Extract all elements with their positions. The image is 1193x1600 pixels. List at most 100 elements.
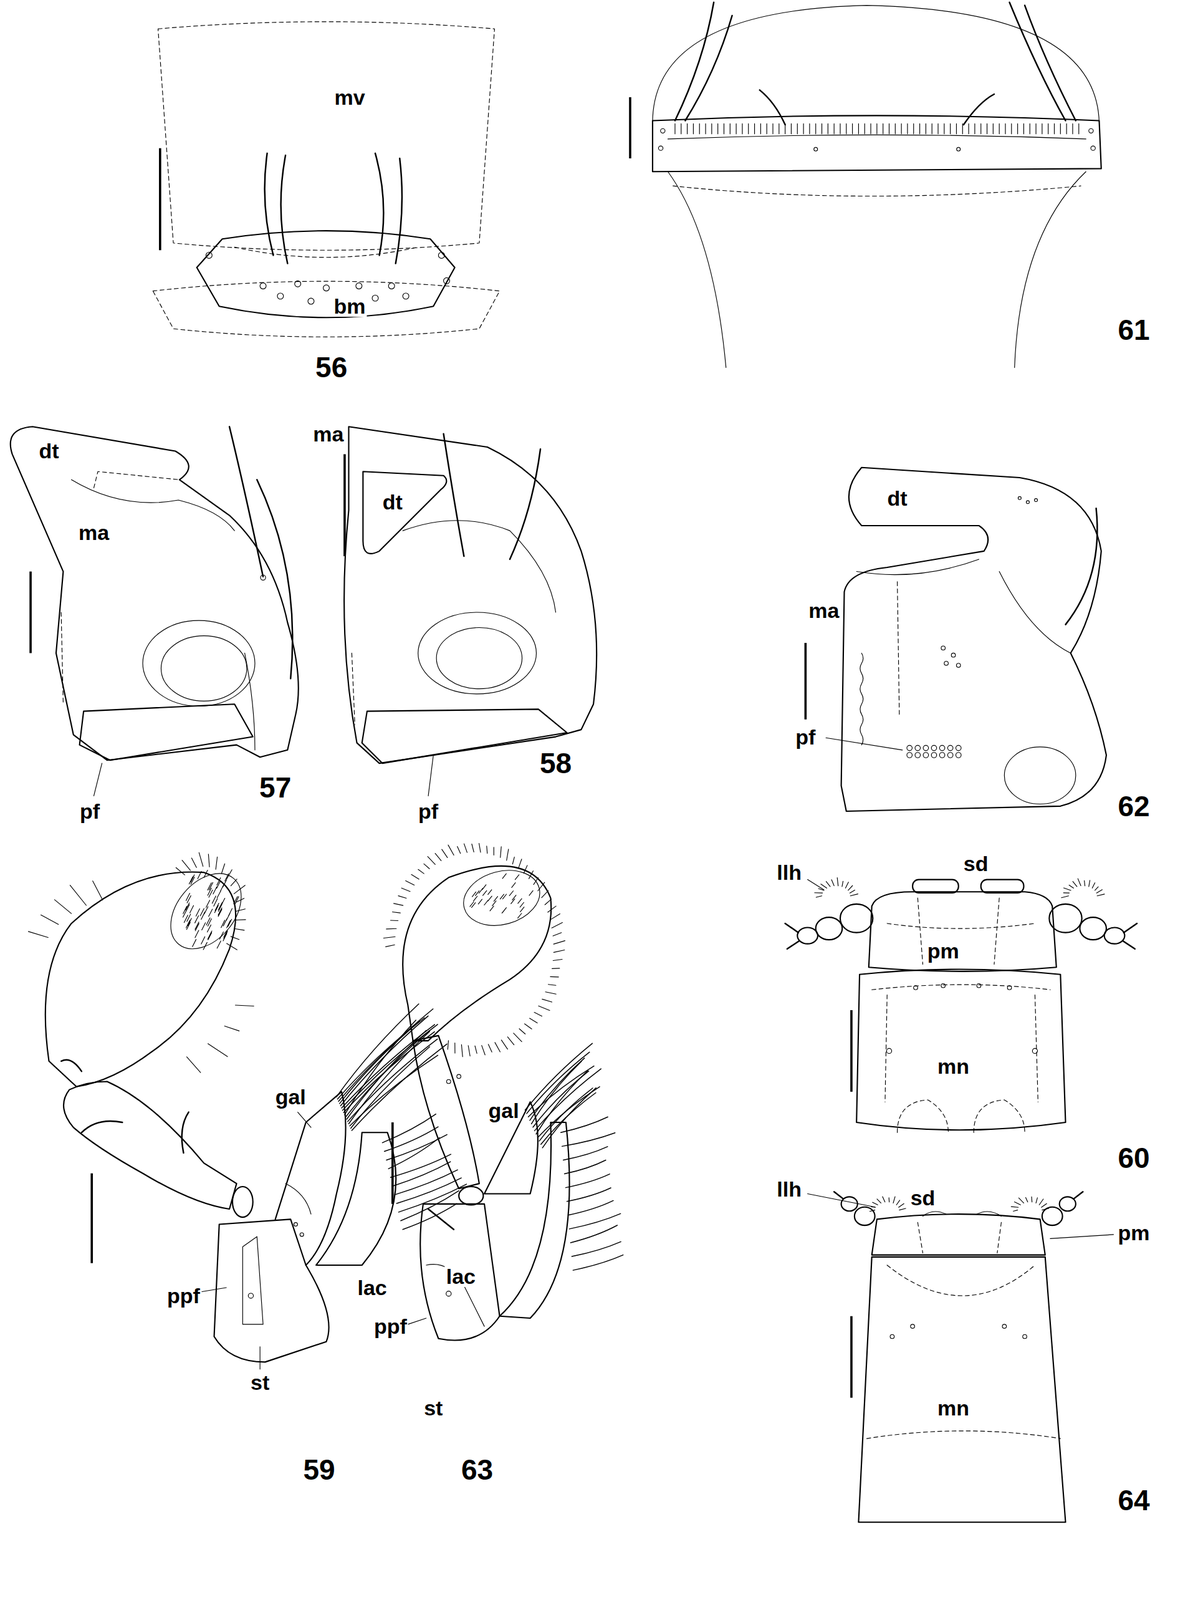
part-label: ma [77,521,111,543]
scale-line [201,1287,227,1292]
outline [275,1091,346,1265]
pore [388,282,395,290]
pore [372,294,379,302]
outline [418,612,537,694]
outline [256,479,293,679]
part-label: dt [886,487,909,509]
outline [142,620,255,706]
outline [79,703,254,760]
seta-brush [396,1177,462,1203]
outline [856,969,1066,1131]
outline [841,467,1107,811]
part-label: gal [487,1099,521,1121]
outline [860,652,864,745]
part-label: pf [416,800,440,822]
pore [947,752,954,758]
seta-brush [531,1060,582,1124]
pore [294,280,302,287]
part-label: dt [381,491,404,513]
scale-line [825,737,903,750]
setae [814,877,1105,1212]
pore [951,652,956,657]
pad-hairs [182,870,239,950]
pore [1022,1333,1028,1339]
figure-58-drawing [344,426,597,796]
outline [436,627,522,689]
pore [1007,985,1012,990]
outline [10,426,299,760]
pore [438,252,445,259]
figure-number: 59 [301,1454,336,1484]
seta-brush [560,1116,608,1132]
outline [351,652,355,725]
outline [395,158,403,264]
outline [906,744,962,758]
seta-brush [572,1254,623,1271]
part-label: sd [909,1186,937,1208]
part-label: ppf [372,1315,409,1337]
seta-brush [343,1031,435,1113]
pore [205,252,212,259]
outline [375,153,384,256]
outline [63,1081,237,1209]
figure-number: 64 [1116,1485,1152,1515]
seta-brush [541,1092,596,1145]
seta-brush [348,1030,430,1124]
pore [913,985,919,990]
seta-brush [542,1087,596,1148]
outline [759,89,786,125]
outline [867,1264,1061,1438]
outline [685,15,732,121]
outline [214,1218,330,1362]
pore [944,661,949,666]
part-label: dt [37,440,60,462]
pore [1002,1323,1007,1329]
outline [244,652,255,750]
seta-brush [568,1199,614,1215]
pore [1090,145,1096,151]
outline [413,1035,480,1189]
seta-brush [564,1159,606,1174]
pore [956,147,961,151]
outline [675,123,1079,134]
figure-number: 63 [459,1454,495,1484]
figure-number: 61 [1116,315,1152,345]
pore [941,982,946,988]
outline [28,852,467,1229]
outline [897,1099,1025,1132]
outline [156,859,256,962]
outline [242,1236,264,1324]
seta-brush [336,1003,419,1097]
part-label: pf [794,726,817,748]
outline [854,1206,876,1225]
pore [248,1292,254,1298]
outline [281,155,288,264]
outline [785,923,1137,949]
part-label: mn [936,1396,971,1419]
pore [814,147,818,151]
outline [383,843,623,1271]
outline [886,982,1038,1053]
outline [886,897,1035,964]
pore [1032,1047,1038,1053]
pore [402,292,409,300]
pore [906,744,913,751]
pore [947,744,954,751]
part-label: bm [332,295,368,317]
outline [196,230,456,318]
scale-line [1050,1234,1114,1239]
outline [999,571,1071,654]
seta-brush [402,1202,457,1229]
pore [939,744,945,751]
outline [1049,903,1082,933]
part-label: st [422,1396,444,1419]
outline [840,903,873,933]
pore [446,1290,452,1296]
part-label: pm [926,939,961,962]
figure-57-drawing [10,426,299,796]
outline [264,153,274,256]
pore [1088,128,1094,133]
